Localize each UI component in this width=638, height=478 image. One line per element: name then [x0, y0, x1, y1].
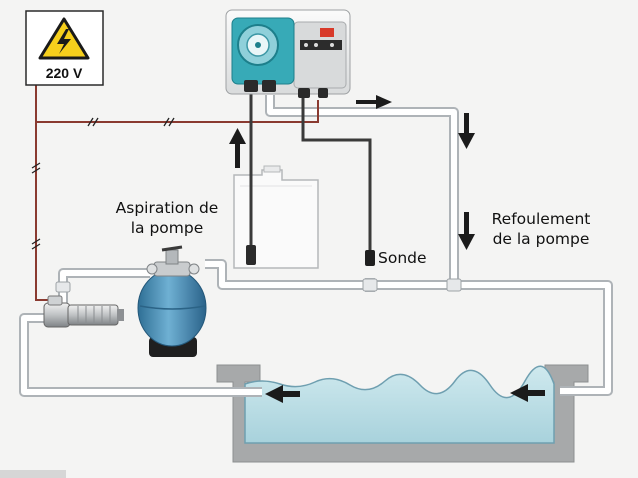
status-led	[320, 28, 334, 37]
aspiration-label-line2: la pompe	[131, 219, 204, 237]
arrow-down-icon	[458, 212, 475, 250]
voltage-warning-sign: 220 V	[25, 10, 104, 86]
suction-tube	[246, 94, 256, 265]
sonde-probe	[365, 250, 375, 266]
hose-connectors	[244, 80, 328, 98]
sonde-label: Sonde	[378, 249, 427, 267]
refoulement-label-line2: de la pompe	[493, 230, 590, 248]
pipe-network	[19, 95, 613, 397]
circulation-pump	[43, 295, 124, 328]
probe-cable	[301, 96, 375, 266]
aspiration-label-line1: Aspiration de	[116, 199, 219, 217]
voltage-label: 220 V	[46, 65, 83, 81]
pipe-fittings	[55, 278, 462, 293]
pool-water	[244, 365, 555, 444]
arrow-right-icon	[356, 95, 392, 109]
corner-tab	[0, 470, 66, 478]
arrow-down-icon	[458, 113, 475, 149]
dosing-pump	[225, 9, 351, 98]
foot-valve	[246, 245, 256, 265]
cable-break-marks	[31, 117, 175, 250]
arrow-up-icon	[229, 128, 246, 168]
flow-arrows	[229, 95, 545, 403]
peristaltic-head	[231, 17, 295, 85]
high-voltage-warning-icon	[38, 17, 90, 60]
pool-basin	[216, 364, 589, 463]
chemical-tank	[233, 165, 319, 269]
sand-filter	[137, 245, 207, 357]
arrow-left-icon	[510, 384, 545, 402]
arrow-left-icon	[265, 385, 300, 403]
refoulement-label-line1: Refoulement	[492, 210, 591, 228]
